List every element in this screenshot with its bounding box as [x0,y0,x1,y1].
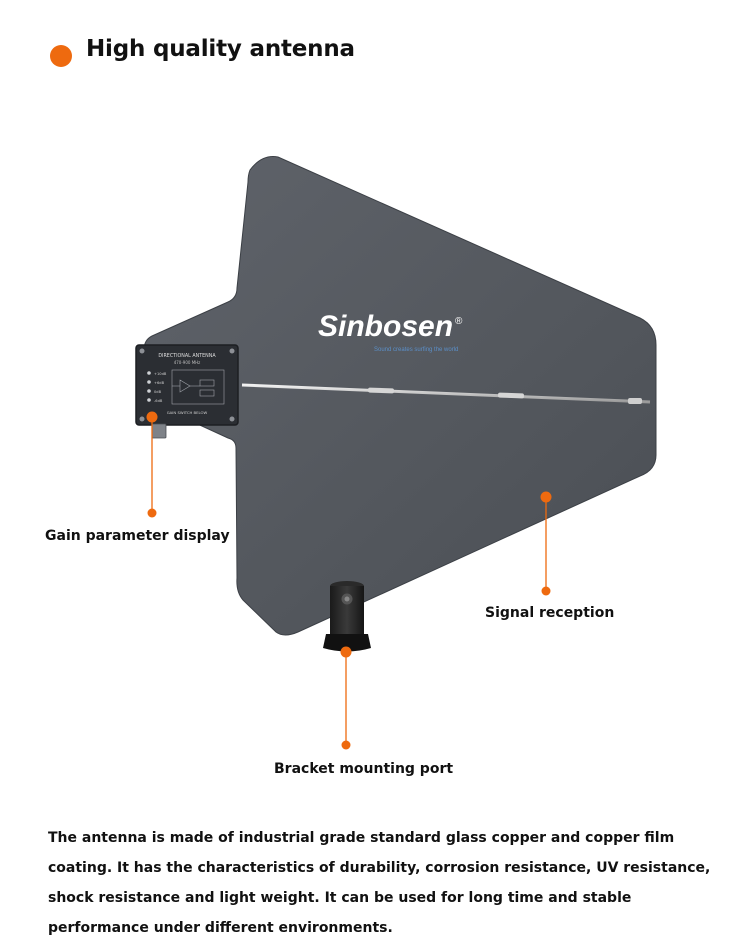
gain-switch [151,423,167,439]
rod-clip [367,387,394,394]
callout-signal [540,491,552,596]
antenna-rod [241,383,651,404]
header-bullet-icon [50,45,72,67]
gain-module-title: DIRECTIONAL ANTENNA [158,353,216,359]
callout-bracket [340,646,352,750]
brand-tagline: Sound creates surfing the world [374,347,458,353]
description-text: The antenna is made of industrial grade … [48,830,711,936]
gain-module: DIRECTIONAL ANTENNA 470-900 MHz +10dB +6… [135,344,239,426]
gain-switch-label: GAIN SWITCH BELOW [167,410,208,415]
signal-callout-label: Signal reception [485,605,615,621]
bracket-callout-label: Bracket mounting port [274,761,454,777]
brand-logo: Sinbosen [318,310,453,343]
brand-registered-mark: ® [455,316,463,327]
gain-level-label: +10dB [154,372,167,376]
antenna-panel [143,156,657,636]
bracket-mount [323,581,371,652]
gain-level-label: 0dB [154,390,162,394]
gain-module-frequency: 470-900 MHz [174,360,201,365]
gain-level-label: +6dB [154,381,165,385]
rod-clip [497,392,524,399]
rod-end-cap [628,398,642,404]
gain-callout-label: Gain parameter display [45,528,230,544]
page-title: High quality antenna [86,36,355,62]
gain-level-label: -6dB [154,399,163,403]
callout-gain [146,411,158,518]
